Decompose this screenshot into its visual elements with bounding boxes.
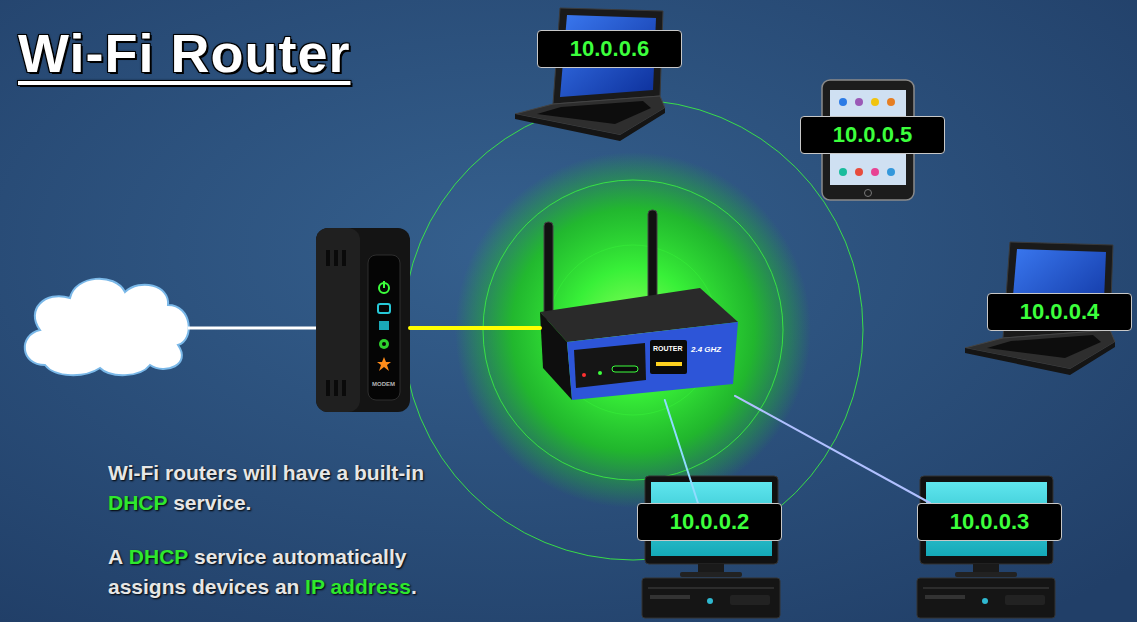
connector-line <box>410 326 540 330</box>
router-illustration-part <box>544 222 553 320</box>
modem-illustration-part <box>382 342 386 346</box>
internet-cloud <box>25 279 189 375</box>
tablet-illustration-part <box>839 98 847 106</box>
tablet-illustration-part <box>865 190 872 197</box>
router-illustration-part <box>612 366 638 372</box>
note-text: service. <box>173 491 251 514</box>
router-box: ROUTER 2.4 GHZ <box>540 295 735 400</box>
modem-illustration-part <box>326 380 330 396</box>
router-illustration-part <box>582 373 586 377</box>
tablet-illustration-part <box>871 168 879 176</box>
signal-rings <box>403 100 863 560</box>
note-text: A <box>108 545 123 568</box>
modem-illustration-part <box>383 281 385 288</box>
router-illustration-part <box>650 340 687 374</box>
modem-box: MODEM <box>315 228 410 412</box>
note-paragraph: ADHCPservice automatically assigns devic… <box>108 542 458 602</box>
desktop-illustration <box>642 476 780 618</box>
connector-line <box>665 400 698 503</box>
cloud-wire <box>188 327 318 330</box>
laptop-illustration <box>515 8 665 141</box>
modem-illustration-part <box>377 357 391 371</box>
modem-illustration-part <box>379 339 389 349</box>
signal-rings-part <box>483 180 783 480</box>
connector-line <box>735 396 930 503</box>
ip-address-text: 10.0.0.5 <box>833 124 913 146</box>
tablet-illustration-part <box>887 168 895 176</box>
ip-address-box: 10.0.0.3 <box>917 503 1062 541</box>
router-illustration-part <box>567 322 738 400</box>
title-text: Wi-Fi Router <box>18 26 350 80</box>
ip-address-text: 10.0.0.3 <box>950 511 1030 533</box>
router-illustration-part <box>540 312 572 400</box>
tablet-illustration-part <box>887 98 895 106</box>
device-label: ROUTER <box>653 345 683 352</box>
modem-illustration-part <box>378 304 390 313</box>
tablet-illustration-part <box>822 80 914 200</box>
highlight-term: DHCP <box>129 545 189 568</box>
ip-address-text: 10.0.0.4 <box>1020 301 1100 323</box>
ip-address-box: 10.0.0.4 <box>987 293 1132 331</box>
signal-glow <box>455 152 811 508</box>
router-illustration-part <box>574 343 646 388</box>
modem-illustration-part <box>316 228 360 412</box>
ip-address-box: 10.0.0.6 <box>537 30 682 68</box>
highlight-term: IP address <box>305 575 411 598</box>
tablet-illustration-part <box>871 98 879 106</box>
modem-illustration-part <box>326 250 330 266</box>
tablet-illustration <box>822 80 914 200</box>
ip-address-text: 10.0.0.2 <box>670 511 750 533</box>
desktop-illustration <box>917 476 1055 618</box>
highlight-term: DHCP <box>108 491 168 514</box>
modem-illustration-part <box>368 255 400 400</box>
router-illustration <box>540 210 738 400</box>
note-text: Wi-Fi routers will have a built-in <box>108 461 424 484</box>
modem-illustration-part <box>316 228 410 412</box>
tablet-illustration-part <box>855 168 863 176</box>
modem-illustration-part <box>379 321 389 330</box>
router-illustration-part <box>648 210 657 300</box>
router-illustration-part <box>598 371 602 375</box>
modem-illustration-part <box>334 250 338 266</box>
modem-illustration-part <box>342 380 346 396</box>
note-paragraph: Wi-Fi routers will have a built-inDHCPse… <box>108 458 458 518</box>
device-label: MODEM <box>372 381 395 387</box>
page-title: Wi-Fi Router <box>18 26 350 80</box>
signal-rings-part <box>403 100 863 560</box>
modem-illustration-part <box>342 250 346 266</box>
tablet-illustration-part <box>855 98 863 106</box>
note-text: . <box>411 575 417 598</box>
modem-illustration-part <box>334 380 338 396</box>
ip-address-text: 10.0.0.6 <box>570 38 650 60</box>
ip-address-box: 10.0.0.5 <box>800 116 945 154</box>
modem-illustration <box>316 228 410 412</box>
tablet-illustration-part <box>839 168 847 176</box>
device-label: 2.4 GHZ <box>691 346 721 354</box>
ip-address-box: 10.0.0.2 <box>637 503 782 541</box>
router-illustration-part <box>656 362 682 366</box>
